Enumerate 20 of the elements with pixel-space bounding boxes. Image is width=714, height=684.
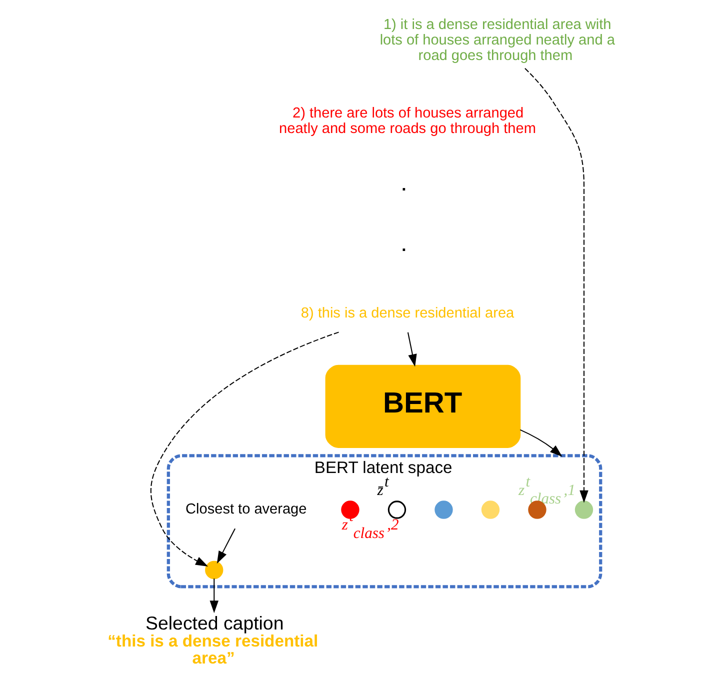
arrow xyxy=(150,331,338,566)
label: . xyxy=(401,175,406,194)
node-text: 1) it is a dense residential area with lots of houses arranged neatly and a road goes through them xyxy=(379,16,614,64)
node-text: Closest to average xyxy=(185,501,306,518)
node-text: 2) there are lots of houses arranged neatly and some roads go through them xyxy=(278,104,536,136)
node-text: Selected caption “this is a dense residential area” xyxy=(107,612,318,667)
node-circle xyxy=(387,500,406,518)
node-circle xyxy=(434,500,452,518)
arrow xyxy=(524,68,588,502)
arrow xyxy=(519,428,562,456)
label: . xyxy=(401,235,406,254)
node-circle xyxy=(574,500,593,518)
node-circle xyxy=(480,500,500,518)
node-circle xyxy=(204,560,223,579)
node-text: 8) this is a dense residential area xyxy=(300,304,514,321)
arrow xyxy=(406,332,416,366)
node-circle xyxy=(340,500,359,518)
arrow xyxy=(209,578,218,613)
arrow xyxy=(216,528,236,564)
node-box: BERT xyxy=(324,364,520,448)
